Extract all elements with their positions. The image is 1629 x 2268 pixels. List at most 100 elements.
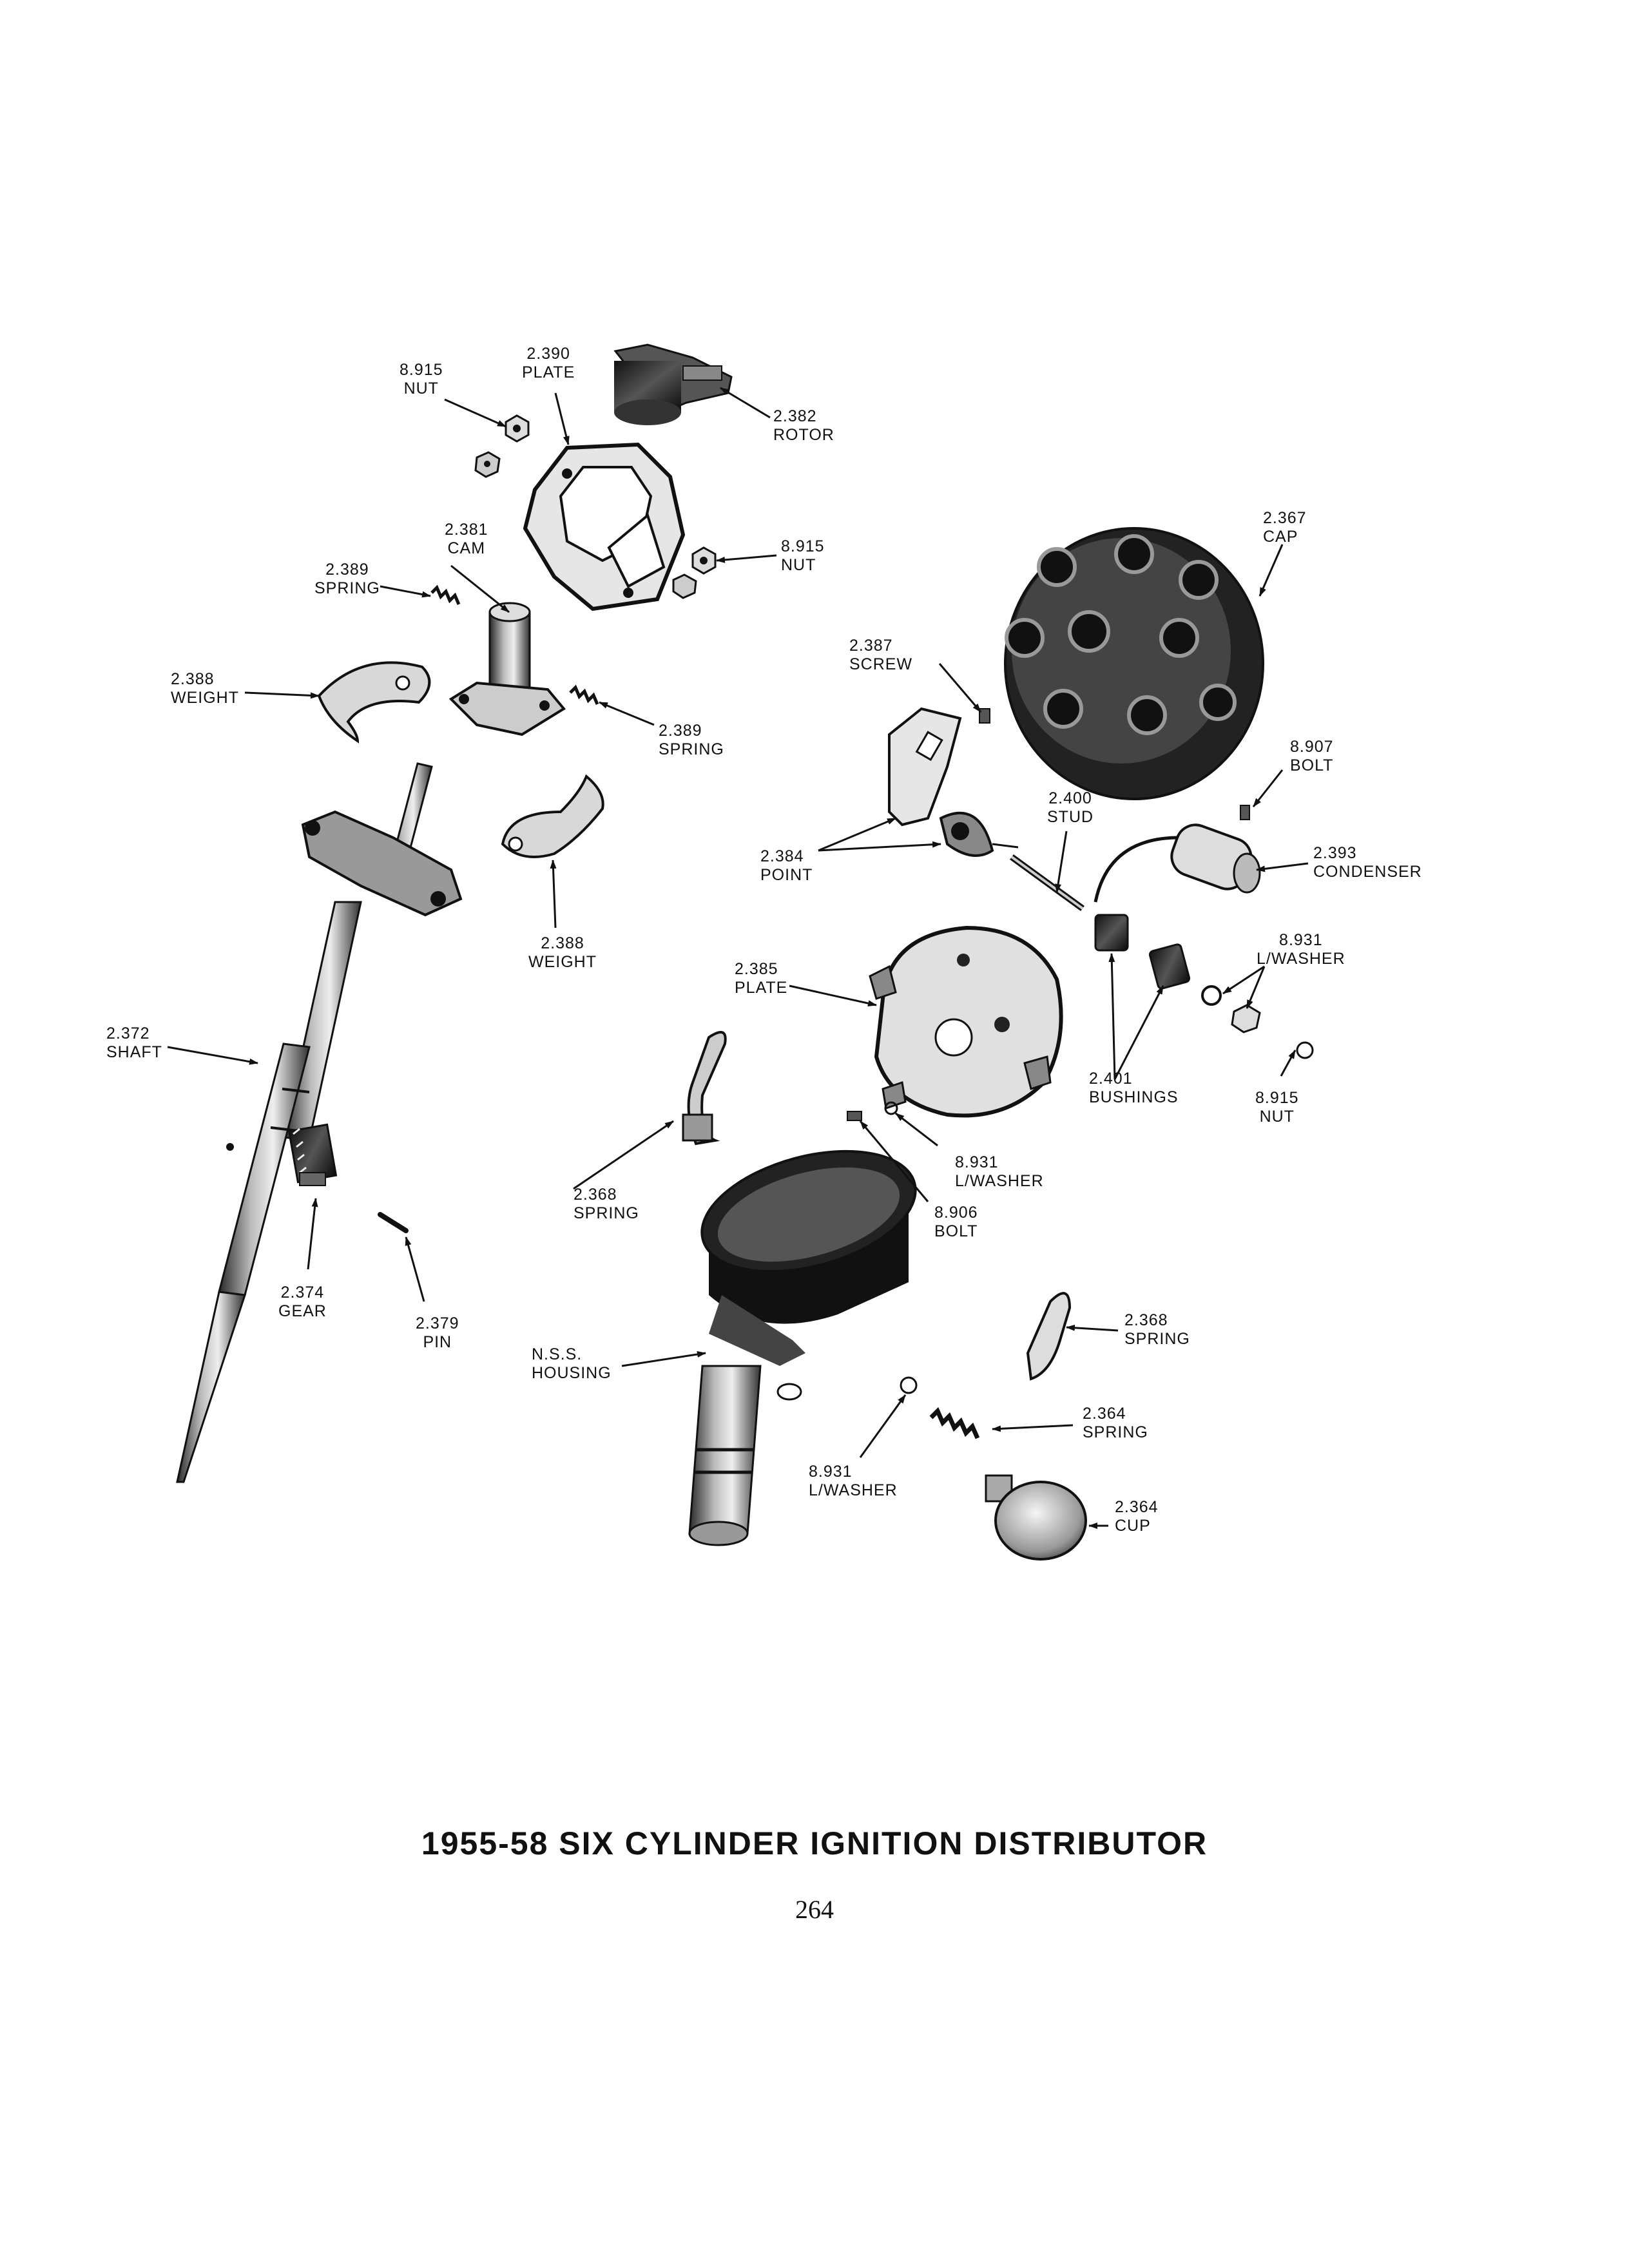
label-plate-mid: 2.385 PLATE [735,960,787,997]
label-name: HOUSING [532,1364,612,1382]
label-name: SHAFT [106,1043,162,1061]
label-name: BUSHINGS [1089,1088,1179,1106]
label-name: SPRING [1083,1423,1148,1441]
rotor-part [613,343,733,425]
coil-spring-part [929,1407,980,1439]
label-name: GEAR [278,1302,327,1320]
weight-part-left [317,661,431,744]
label-name: L/WASHER [1257,950,1345,968]
label-name: SCREW [849,655,913,673]
label-rotor: 2.382 ROTOR [773,407,834,445]
label-name: NUT [1259,1108,1295,1126]
screw-part [979,708,990,724]
label-number: 2.393 [1313,844,1357,862]
label-number: 2.389 [659,722,702,740]
label-name: BOLT [1290,756,1334,774]
label-name: NUT [781,556,816,574]
label-housing: N.S.S. HOUSING [532,1345,612,1383]
stud-part [1010,854,1084,912]
pin-part [378,1212,409,1233]
point-part [888,707,1019,857]
label-number: 2.367 [1263,509,1307,527]
label-lwasher-mid: 8.931 L/WASHER [955,1153,1044,1191]
label-name: CAP [1263,528,1298,546]
label-nut-right: 8.915 NUT [1255,1089,1299,1126]
label-name: PIN [423,1333,452,1351]
label-name: ROTOR [773,426,834,444]
bolt-part-right [1240,805,1250,820]
label-nut-tl: 8.915 NUT [400,361,443,398]
washer-part-low [900,1376,918,1394]
label-name: L/WASHER [955,1172,1044,1190]
label-shaft: 2.372 SHAFT [106,1024,162,1062]
label-name: WEIGHT [171,689,239,707]
bushings-part [1094,914,1191,990]
label-number: 2.364 [1083,1405,1126,1423]
label-name: SPRING [659,740,724,758]
label-bolt-mid: 8.906 BOLT [934,1204,978,1241]
label-number: 2.388 [541,934,584,952]
clip-spring-part-right [1026,1292,1072,1381]
label-lwasher-low: 8.931 L/WASHER [809,1463,898,1500]
label-spring-left: 2.368 SPRING [574,1186,639,1223]
label-number: 2.381 [445,521,488,539]
nut-part-mid [672,546,717,599]
label-point: 2.384 POINT [760,847,813,885]
label-name: WEIGHT [528,953,597,971]
label-number: 2.382 [773,407,817,425]
label-name: POINT [760,866,813,884]
label-spring-lower: 2.364 SPRING [1083,1405,1148,1442]
label-number: 2.385 [735,960,778,978]
label-cam: 2.381 CAM [445,521,488,558]
spring-part-tl [430,584,461,605]
spring-part-mid [569,684,599,705]
label-name: SPRING [314,579,380,597]
label-weight-left: 2.388 WEIGHT [171,670,239,707]
label-name: SPRING [1124,1330,1190,1348]
label-stud: 2.400 STUD [1047,789,1094,827]
label-number: 8.931 [1279,931,1323,949]
label-number: 2.372 [106,1024,150,1043]
base-plate-part [869,925,1063,1118]
nut-part-top [474,414,530,478]
label-number: 2.379 [416,1314,459,1332]
label-gear: 2.374 GEAR [278,1283,327,1321]
label-number: 8.915 [781,537,825,555]
label-nut-mid: 8.915 NUT [781,537,825,575]
label-weight-mid: 2.388 WEIGHT [528,934,597,972]
label-cup: 2.364 CUP [1115,1498,1159,1535]
label-number: 2.374 [280,1283,325,1302]
label-number: 8.907 [1290,738,1334,756]
label-name: PLATE [735,979,788,997]
label-plate-top: 2.390 PLATE [522,345,575,382]
label-bolt-right: 8.907 BOLT [1290,738,1334,775]
cup-part [985,1474,1087,1561]
label-name: PLATE [522,363,575,381]
leader-arrows [167,387,1309,1529]
label-name: SPRING [574,1204,639,1222]
label-number: 2.401 [1089,1070,1133,1088]
label-name: BOLT [934,1222,978,1240]
gear-part [287,1123,338,1186]
label-cap: 2.367 CAP [1263,509,1307,546]
cap-part [1004,527,1264,800]
label-number: 2.389 [325,561,369,579]
label-lwasher-right: 8.931 L/WASHER [1257,931,1345,968]
label-condenser: 2.393 CONDENSER [1313,844,1422,881]
label-name: CAM [447,539,486,557]
page-number: 264 [795,1895,834,1924]
page-title: 1955-58 SIX CYLINDER IGNITION DISTRIBUTO… [421,1825,1208,1861]
label-number: 2.400 [1048,789,1092,807]
label-name: L/WASHER [809,1481,898,1499]
label-number: 2.390 [526,345,570,363]
cam-part [448,602,566,736]
label-number: 8.906 [934,1204,978,1222]
label-number: 8.915 [400,361,443,379]
label-number: N.S.S. [532,1345,583,1363]
label-number: 2.368 [1124,1311,1168,1329]
label-name: NUT [403,380,439,398]
label-number: 2.388 [171,670,215,688]
bolt-washer-mid [847,1101,898,1121]
